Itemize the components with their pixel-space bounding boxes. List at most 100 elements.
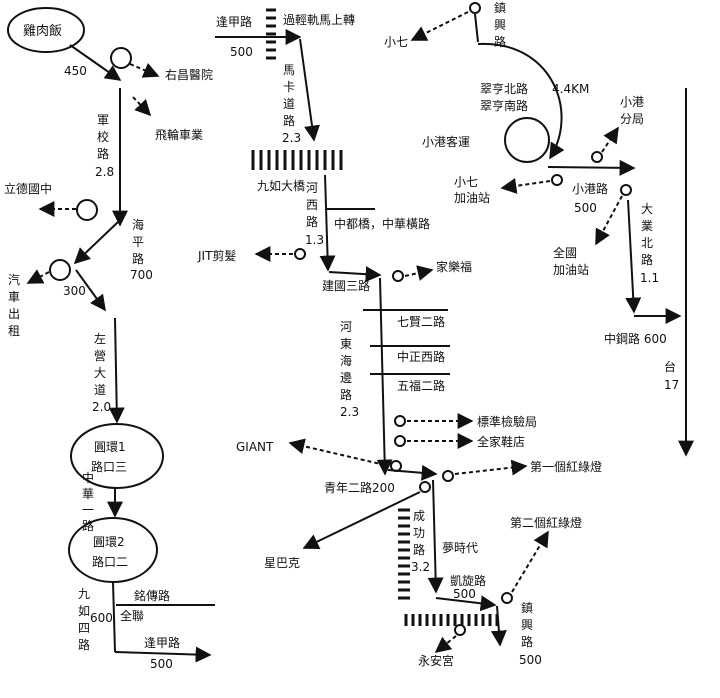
- family-shoes-label: 全家鞋店: [477, 434, 525, 449]
- chenggong-road: [427, 479, 444, 594]
- youchang-dash: [129, 62, 160, 78]
- jialefu-label: 家樂福: [436, 259, 472, 274]
- zhonggang-label: 中鋼路 600: [604, 331, 667, 346]
- quanlian-label: 全聯: [120, 608, 144, 623]
- jit-label: JIT剪髮: [197, 248, 236, 263]
- seven-gas-2: 加油站: [454, 191, 490, 205]
- seven-top-node: [469, 2, 481, 14]
- zhonghua-2: 華: [82, 487, 94, 501]
- chenggong-rail-hatch: [398, 508, 410, 600]
- circle1-node: [70, 423, 164, 489]
- second-light-label: 第二個紅綠燈: [510, 515, 582, 530]
- zuoying-2: 營: [94, 349, 106, 363]
- maka-2: 卡: [283, 80, 295, 94]
- tai17-1: 台: [664, 359, 676, 374]
- circle2-line1: 圓環2: [93, 535, 125, 549]
- to-starbucks: [302, 491, 421, 549]
- zhenxing-b-2: 興: [521, 618, 533, 632]
- junxiao-3: 路: [97, 146, 109, 161]
- hexi-3: 路: [306, 214, 318, 229]
- zuoying-1: 左: [94, 331, 106, 346]
- zuoying-dist: 2.0: [92, 400, 111, 414]
- jiuru-bridge-label: 九如大橋: [257, 178, 305, 193]
- fengjia-mid-label: 逢甲路: [216, 14, 252, 29]
- national-gas-node: [620, 184, 632, 196]
- second-light-node: [501, 592, 513, 604]
- zuoying-road: [108, 317, 125, 424]
- light-rail-crossing: [266, 8, 276, 60]
- hedong-dist: 2.3: [340, 405, 359, 419]
- qixian2-label: 七賢二路: [397, 314, 445, 329]
- zhenxing-t-3: 路: [494, 34, 506, 49]
- chenggong-dist: 3.2: [411, 560, 430, 574]
- zhongdu-label: 中都橋，中華橫路: [334, 216, 430, 231]
- police-2: 分局: [620, 112, 644, 126]
- haiping-road: [73, 221, 119, 265]
- hexi-1: 河: [306, 181, 318, 195]
- police-node: [591, 151, 603, 163]
- xiaogang-road: [547, 159, 636, 176]
- fengjia-left-dist: 500: [150, 657, 173, 671]
- second-light-dash: [511, 530, 549, 593]
- taxi-node: [49, 259, 71, 281]
- zhonghua-1: 中: [82, 470, 94, 485]
- fengjia-left-label: 逢甲路: [144, 635, 180, 650]
- youchang-node: [110, 47, 132, 69]
- jiuru4-2: 如: [78, 603, 90, 618]
- jiuru4-1: 九: [78, 587, 90, 601]
- starbucks-node: [419, 481, 431, 493]
- daye-1: 大: [641, 202, 653, 216]
- circle1-line2: 路口三: [91, 459, 127, 474]
- seven-gas-1: 小七: [454, 175, 478, 189]
- daye-dist: 1.1: [640, 271, 659, 285]
- hedong-2: 東: [340, 337, 352, 351]
- zhenxing-b-1: 鎮: [521, 600, 533, 615]
- road-to-450: [69, 44, 122, 81]
- haiping-2: 平: [132, 235, 144, 249]
- hexi-dist: 1.3: [305, 233, 324, 247]
- light-rail-label: 過輕軌馬上轉: [283, 12, 355, 27]
- zhenxing-b-3: 路: [521, 634, 533, 649]
- cuiheng-road: [477, 42, 565, 160]
- hedong-road: [376, 277, 393, 476]
- hexi-2: 西: [306, 198, 318, 212]
- hedong-4: 邊: [340, 371, 352, 385]
- taxi-1: 汽: [8, 272, 20, 287]
- dist-450: 450: [64, 64, 87, 78]
- to-zuoying: [75, 269, 106, 312]
- bsmi-node: [394, 415, 406, 427]
- giant-dash: [288, 438, 386, 466]
- kaixuan-label: 凱旋路: [450, 573, 486, 588]
- seven-top-dash: [410, 11, 469, 41]
- national-gas-2: 加油站: [553, 263, 589, 277]
- kaixuan-rail-hatch: [404, 614, 499, 626]
- start-label: 雞肉飯: [23, 24, 62, 39]
- national-gas-dash: [595, 195, 623, 246]
- seven-top-label: 小七: [384, 35, 408, 49]
- first-light-node: [442, 470, 454, 482]
- feilun-label: 飛輪車業: [155, 127, 203, 142]
- cuiheng-2: 翠亨南路: [480, 98, 528, 113]
- zhonghua-3: 一: [82, 503, 94, 517]
- circle2-line2: 路口二: [92, 554, 128, 569]
- mingchuan-label: 銘傳路: [134, 588, 170, 603]
- giant-label: GIANT: [236, 440, 274, 454]
- zhenxing-b-dist: 500: [519, 653, 542, 667]
- jiangguo3-road: [328, 266, 382, 283]
- youchang-label: 右昌醫院: [165, 67, 213, 82]
- taxi-2: 車: [8, 290, 20, 304]
- zuoying-3: 大: [94, 366, 106, 380]
- junxiao-dist: 2.8: [95, 165, 114, 179]
- xiaogang-station-label: 小港客運: [422, 134, 470, 149]
- police-1: 小港: [620, 95, 644, 109]
- chenggong-3: 路: [413, 542, 425, 557]
- zhonghua-4: 路: [82, 518, 94, 533]
- bsmi-label: 標準檢驗局: [477, 414, 537, 429]
- xiaogang-road-label: 小港路: [572, 181, 608, 196]
- xiaogang-station-node: [504, 117, 550, 163]
- jialefu-node: [392, 270, 404, 282]
- junxiao-2: 校: [97, 129, 109, 144]
- first-light-dash: [454, 459, 528, 476]
- zhenxing-t-1: 鎮: [494, 0, 506, 15]
